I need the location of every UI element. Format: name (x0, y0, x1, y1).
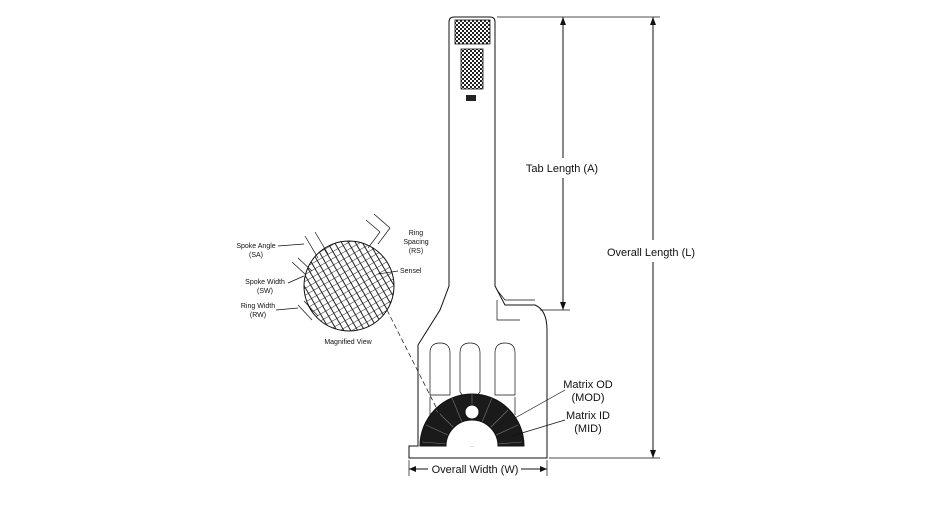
ring-width-label: Ring Width (241, 303, 275, 310)
ring-spacing-abbrev: (RS) (409, 248, 423, 255)
spoke-width-dimension (287, 257, 313, 284)
ring-width-abbrev: (RW) (250, 312, 266, 319)
connector-pad-bottom (460, 48, 484, 90)
spoke-angle-label: Spoke Angle (236, 243, 275, 250)
overall-width-dimension (408, 460, 548, 476)
matrix-id-abbrev: (MID) (574, 423, 602, 435)
spoke-angle-dimension (277, 231, 329, 259)
tab-length-label: Tab Length (A) (526, 163, 598, 175)
overall-width-label: Overall Width (W) (432, 464, 519, 476)
ring-spacing-label-1: Ring (409, 230, 424, 237)
connector-pad-top (454, 19, 491, 45)
ring-spacing-label-2: Spacing (403, 239, 428, 246)
matrix-od-leader (514, 389, 566, 419)
matrix-od-abbrev: (MOD) (572, 392, 605, 404)
magnified-view (303, 240, 395, 332)
spoke-angle-abbrev: (SA) (249, 252, 263, 259)
tab-length-dimension (540, 17, 570, 311)
sensel-leader (377, 270, 399, 275)
overall-length-label: Overall Length (L) (607, 247, 695, 259)
sensel-label: Sensel (400, 268, 422, 275)
spoke-width-label: Spoke Width (245, 279, 285, 286)
matrix-id-leader (511, 419, 566, 437)
ring-spacing-dimension (365, 213, 391, 249)
sensing-matrix (419, 393, 525, 447)
matrix-id-label: Matrix ID (566, 410, 610, 422)
ring-width-dimension (275, 300, 319, 321)
magnified-view-label: Magnified View (324, 339, 372, 346)
overall-length-dimension (497, 16, 660, 459)
matrix-od-label: Matrix OD (563, 379, 613, 391)
spoke-width-abbrev: (SW) (257, 288, 273, 295)
body-slots (429, 342, 516, 415)
magnify-leader (386, 309, 441, 416)
sensor-outline (408, 16, 548, 459)
orientation-mark (466, 95, 476, 101)
